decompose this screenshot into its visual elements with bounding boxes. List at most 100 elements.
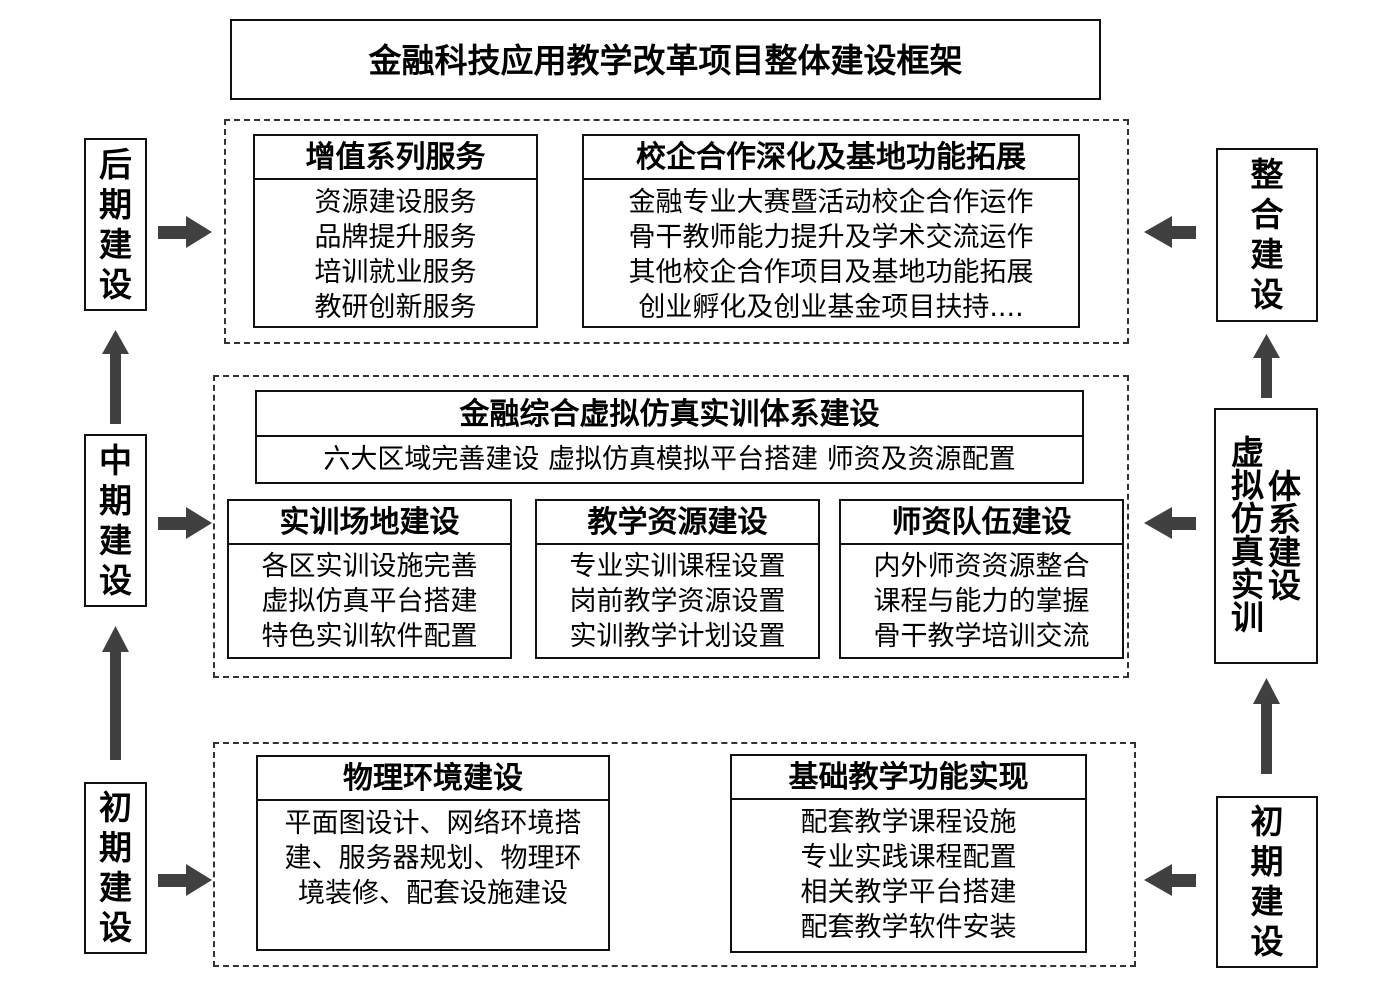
list-item: 培训就业服务	[314, 257, 477, 288]
teaching-resources-box: 教学资源建设 专业实训课程设置 岗前教学资源设置 实训教学计划设置	[535, 499, 820, 659]
list-item: 骨干教师能力提升及学术交流运作	[628, 222, 1034, 253]
training-site-box: 实训场地建设 各区实训设施完善 虚拟仿真平台搭建 特色实训软件配置	[227, 499, 512, 659]
middle-stage-container	[213, 375, 1129, 678]
faculty-team-list: 内外师资资源整合 课程与能力的掌握 骨干教学培训交流	[841, 545, 1122, 654]
list-item: 各区实训设施完善	[261, 551, 478, 582]
basic-teaching-list: 配套教学课程设施 专业实践课程配置 相关教学平台搭建 配套教学软件安装	[732, 800, 1085, 945]
label-char: 建	[99, 520, 132, 560]
school-enterprise-heading: 校企合作深化及基地功能拓展	[584, 136, 1078, 180]
list-item: 实训教学计划设置	[569, 621, 786, 652]
label-char: 训	[1231, 598, 1264, 637]
list-item: 骨干教学培训交流	[873, 621, 1090, 652]
integration-stage-label: 整 合 建 设	[1216, 148, 1318, 322]
label-column-1: 虚 拟 仿 真 实 训	[1231, 436, 1264, 634]
label-char: 建	[1268, 533, 1301, 572]
arrow-left-icon	[1144, 864, 1196, 896]
basic-teaching-box: 基础教学功能实现 配套教学课程设施 专业实践课程配置 相关教学平台搭建 配套教学…	[730, 754, 1087, 953]
basic-teaching-heading: 基础教学功能实现	[732, 756, 1085, 800]
list-item: 资源建设服务	[314, 187, 477, 218]
label-char: 建	[1250, 882, 1284, 921]
arrow-right-icon	[158, 216, 212, 248]
label-char: 系	[1268, 500, 1301, 539]
arrow-up-icon	[1253, 334, 1280, 398]
teaching-resources-heading: 教学资源建设	[537, 501, 818, 545]
physical-environment-heading: 物理环境建设	[258, 757, 608, 801]
list-item: 虚拟仿真平台搭建	[261, 586, 478, 617]
early-stage-container	[213, 742, 1136, 967]
faculty-team-heading: 师资队伍建设	[841, 501, 1122, 545]
virtual-training-stage-label: 虚 拟 仿 真 实 训 体 系 建 设	[1214, 408, 1318, 664]
training-site-list: 各区实训设施完善 虚拟仿真平台搭建 特色实训软件配置	[229, 545, 510, 654]
virtual-system-box: 金融综合虚拟仿真实训体系建设 六大区域完善建设 虚拟仿真模拟平台搭建 师资及资源…	[255, 390, 1084, 484]
school-enterprise-list: 金融专业大赛暨活动校企合作运作 骨干教师能力提升及学术交流运作 其他校企合作项目…	[584, 180, 1078, 325]
label-char: 中	[99, 440, 132, 480]
list-item: 配套教学软件安装	[800, 912, 1017, 943]
diagram-title-text: 金融科技应用教学改革项目整体建设框架	[368, 41, 963, 80]
label-char: 整	[1250, 155, 1284, 194]
label-char: 设	[99, 560, 132, 600]
label-char: 设	[1268, 566, 1301, 605]
label-char: 初	[99, 788, 132, 827]
arrow-right-icon	[158, 507, 212, 539]
value-added-services-list: 资源建设服务 品牌提升服务 培训就业服务 教研创新服务	[255, 180, 536, 325]
arrow-right-icon	[158, 864, 212, 896]
value-added-services-heading: 增值系列服务	[255, 136, 536, 180]
early-stage-label-left: 初 期 建 设	[84, 782, 147, 954]
label-char: 设	[99, 908, 132, 947]
label-char: 建	[99, 224, 132, 264]
label-char: 拟	[1231, 466, 1264, 505]
arrow-up-icon	[102, 330, 129, 424]
label-char: 后	[99, 144, 132, 184]
physical-environment-list: 平面图设计、网络环境搭 建、服务器规划、物理环 境装修、配套设施建设	[258, 801, 608, 911]
list-item: 品牌提升服务	[314, 222, 477, 253]
list-item: 专业实训课程设置	[569, 551, 786, 582]
list-item: 内外师资资源整合	[873, 551, 1090, 582]
virtual-system-body: 六大区域完善建设 虚拟仿真模拟平台搭建 师资及资源配置	[323, 444, 1016, 475]
label-char: 合	[1250, 195, 1284, 234]
label-char: 体	[1268, 467, 1301, 506]
label-char: 期	[99, 828, 132, 867]
label-char: 实	[1231, 565, 1264, 604]
list-item: 创业孵化及创业基金项目扶持....	[638, 292, 1024, 323]
early-stage-label-right: 初 期 建 设	[1216, 796, 1318, 968]
list-item: 境装修、配套设施建设	[298, 878, 568, 909]
list-item: 平面图设计、网络环境搭	[284, 808, 582, 839]
label-char: 设	[99, 264, 132, 304]
label-char: 期	[99, 184, 132, 224]
value-added-services-box: 增值系列服务 资源建设服务 品牌提升服务 培训就业服务 教研创新服务	[253, 134, 538, 328]
diagram-title: 金融科技应用教学改革项目整体建设框架	[230, 19, 1101, 100]
physical-environment-box: 物理环境建设 平面图设计、网络环境搭 建、服务器规划、物理环 境装修、配套设施建…	[256, 755, 610, 951]
label-char: 建	[99, 868, 132, 907]
label-char: 建	[1250, 235, 1284, 274]
label-column-2: 体 系 建 设	[1268, 436, 1301, 602]
list-item: 配套教学课程设施	[800, 807, 1017, 838]
arrow-left-icon	[1144, 216, 1196, 248]
training-site-heading: 实训场地建设	[229, 501, 510, 545]
list-item: 课程与能力的掌握	[873, 586, 1090, 617]
faculty-team-box: 师资队伍建设 内外师资资源整合 课程与能力的掌握 骨干教学培训交流	[839, 499, 1124, 659]
label-char: 初	[1250, 802, 1284, 841]
list-item: 特色实训软件配置	[261, 621, 478, 652]
late-stage-container	[224, 119, 1129, 344]
teaching-resources-list: 专业实训课程设置 岗前教学资源设置 实训教学计划设置	[537, 545, 818, 654]
list-item: 其他校企合作项目及基地功能拓展	[628, 257, 1034, 288]
list-item: 相关教学平台搭建	[800, 877, 1017, 908]
list-item: 专业实践课程配置	[800, 842, 1017, 873]
middle-stage-label: 中 期 建 设	[84, 434, 147, 607]
label-char: 设	[1250, 275, 1284, 314]
late-stage-label: 后 期 建 设	[84, 138, 147, 311]
list-item: 金融专业大赛暨活动校企合作运作	[628, 187, 1034, 218]
school-enterprise-box: 校企合作深化及基地功能拓展 金融专业大赛暨活动校企合作运作 骨干教师能力提升及学…	[582, 134, 1080, 328]
label-char: 仿	[1231, 499, 1264, 538]
virtual-system-heading: 金融综合虚拟仿真实训体系建设	[257, 392, 1082, 437]
arrow-left-icon	[1144, 507, 1196, 539]
list-item: 建、服务器规划、物理环	[284, 843, 582, 874]
label-char: 设	[1250, 922, 1284, 961]
label-char: 期	[1250, 842, 1284, 881]
list-item: 岗前教学资源设置	[569, 586, 786, 617]
list-item: 教研创新服务	[314, 292, 477, 323]
label-char: 期	[99, 480, 132, 520]
label-char: 真	[1231, 532, 1264, 571]
arrow-up-icon	[102, 626, 129, 760]
